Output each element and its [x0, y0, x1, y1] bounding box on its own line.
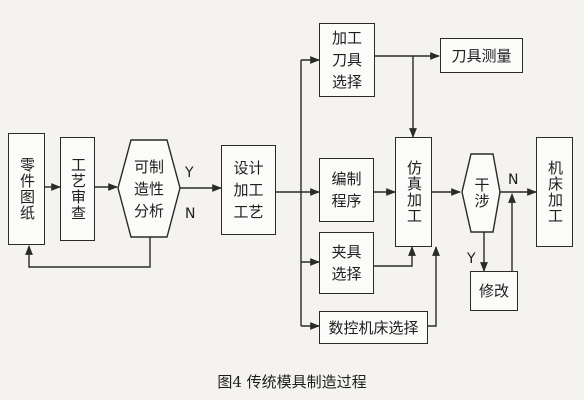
- node-process-review: 工艺审查: [60, 137, 95, 241]
- node-programming: 编制 程序: [319, 158, 374, 222]
- node-fixture: 夹具 选择: [319, 232, 374, 294]
- node-modify-label: 修改: [478, 282, 509, 300]
- node-manufacturability: 可制 造性 分析: [118, 140, 180, 237]
- node-tool-measurement: 刀具测量: [440, 38, 523, 73]
- decision-manufacturability-shape: [117, 139, 181, 238]
- node-simulation-label: 仿真加工: [405, 160, 423, 224]
- node-tool-measurement-label: 刀具测量: [451, 46, 512, 65]
- node-cnc-selection-label: 数控机床选择: [328, 318, 419, 337]
- label-interference-no: N: [508, 172, 519, 188]
- figure-caption: 图4 传统模具制造过程: [217, 373, 367, 391]
- node-process-review-label: 工艺审查: [69, 157, 87, 221]
- node-tool-processing-label: 加工 刀具 选择: [331, 29, 362, 91]
- node-simulation: 仿真加工: [395, 137, 432, 247]
- edge-analysis-no-feedback: [25, 237, 151, 268]
- label-analysis-yes: Y: [185, 165, 194, 181]
- decision-interference-shape: [461, 153, 501, 233]
- edge-cnc-to-simulation: [428, 246, 440, 327]
- node-modify: 修改: [470, 271, 518, 311]
- label-analysis-no: N: [185, 206, 196, 222]
- node-machine-processing-label: 机床加工: [546, 160, 564, 224]
- node-programming-label: 编制 程序: [331, 170, 362, 210]
- node-cnc-selection: 数控机床选择: [319, 311, 428, 344]
- node-interference-label: 干涉: [472, 177, 491, 209]
- node-fixture-label: 夹具 选择: [331, 243, 362, 283]
- node-interference: 干涉: [462, 154, 500, 232]
- label-interference-yes: Y: [467, 251, 476, 267]
- node-manufacturability-label: 可制 造性 分析: [133, 157, 164, 220]
- node-design-process: 设计 加工 工艺: [221, 145, 276, 235]
- node-part-drawing-label: 零件图纸: [18, 157, 36, 221]
- edge-fixture-to-simulation: [374, 246, 416, 267]
- node-design-process-label: 设计 加工 工艺: [233, 159, 264, 221]
- node-part-drawing: 零件图纸: [8, 133, 45, 245]
- node-machine-processing: 机床加工: [536, 137, 573, 247]
- node-tool-processing: 加工 刀具 选择: [319, 23, 375, 97]
